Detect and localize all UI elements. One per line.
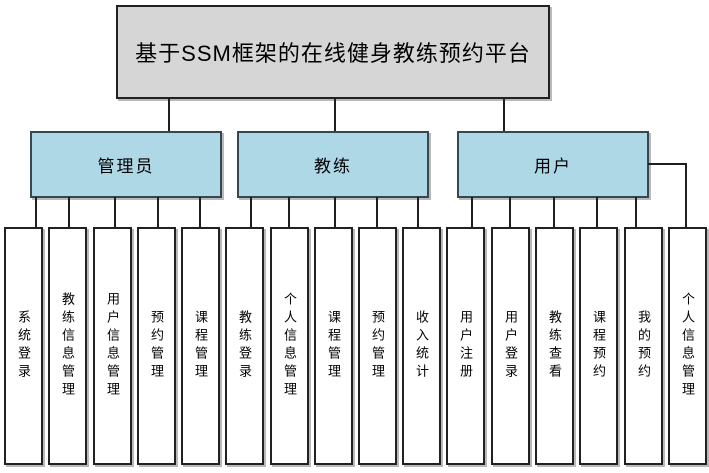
task-label: 个人信息管理 <box>680 292 695 400</box>
connector-line <box>596 197 598 227</box>
task-box-coach-login: 教练登录 <box>225 227 264 465</box>
task-label: 教练查看 <box>547 310 562 382</box>
task-label: 预约管理 <box>370 310 385 382</box>
task-label: 系统登录 <box>16 310 31 382</box>
connector-title-user <box>503 99 505 131</box>
group-label: 管理员 <box>97 157 155 176</box>
group-box-admin: 管理员 <box>30 131 222 198</box>
connector-line <box>376 197 378 227</box>
group-box-coach: 教练 <box>237 131 429 198</box>
task-box-coach-course-mgmt: 课程管理 <box>314 227 353 465</box>
task-box-user-my-bookings: 我的预约 <box>624 227 663 465</box>
task-box-coach-booking-mgmt: 预约管理 <box>358 227 397 465</box>
diagram-title: 基于SSM框架的在线健身教练预约平台 <box>135 41 531 66</box>
connector-title-coach <box>334 99 336 131</box>
connector-line <box>250 197 252 227</box>
task-label: 个人信息管理 <box>282 292 297 400</box>
task-label: 用户信息管理 <box>105 292 120 400</box>
task-label: 预约管理 <box>149 310 164 382</box>
task-box-user-personal-info-mgmt: 个人信息管理 <box>668 227 707 465</box>
task-label: 教练登录 <box>237 310 252 382</box>
connector-line <box>553 197 555 227</box>
task-label: 收入统计 <box>414 310 429 382</box>
connector-line <box>509 197 511 227</box>
group-label: 教练 <box>314 157 352 176</box>
connector-title-admin <box>168 99 170 131</box>
connector-line <box>199 197 201 227</box>
task-box-admin-system-login: 系统登录 <box>4 227 43 465</box>
connector-user-elbow-vertical <box>685 163 687 227</box>
connector-line <box>68 197 70 227</box>
connector-line <box>157 197 159 227</box>
connector-line <box>288 197 290 227</box>
connector-line <box>114 197 116 227</box>
task-box-user-login: 用户登录 <box>491 227 530 465</box>
title-box: 基于SSM框架的在线健身教练预约平台 <box>116 5 550 99</box>
task-label: 用户登录 <box>503 310 518 382</box>
connector-line <box>635 197 637 227</box>
group-label: 用户 <box>534 157 572 176</box>
task-label: 课程预约 <box>591 310 606 382</box>
task-label: 用户注册 <box>458 310 473 382</box>
task-box-coach-personal-info-mgmt: 个人信息管理 <box>270 227 309 465</box>
connector-user-elbow-horizontal <box>648 163 687 165</box>
task-box-admin-booking-mgmt: 预约管理 <box>137 227 176 465</box>
connector-line <box>35 197 37 227</box>
task-box-user-coach-view: 教练查看 <box>535 227 574 465</box>
task-box-user-register: 用户注册 <box>446 227 485 465</box>
connector-line <box>471 197 473 227</box>
group-box-user: 用户 <box>457 131 649 198</box>
task-box-user-course-booking: 课程预约 <box>579 227 618 465</box>
task-label: 课程管理 <box>326 310 341 382</box>
task-box-admin-course-mgmt: 课程管理 <box>181 227 220 465</box>
connector-line <box>334 197 336 227</box>
task-label: 教练信息管理 <box>60 292 75 400</box>
task-label: 课程管理 <box>193 310 208 382</box>
connector-line <box>417 197 419 227</box>
task-label: 我的预约 <box>636 310 651 382</box>
task-box-admin-user-info-mgmt: 用户信息管理 <box>93 227 132 465</box>
task-box-admin-coach-info-mgmt: 教练信息管理 <box>48 227 87 465</box>
task-box-coach-income-stats: 收入统计 <box>402 227 441 465</box>
